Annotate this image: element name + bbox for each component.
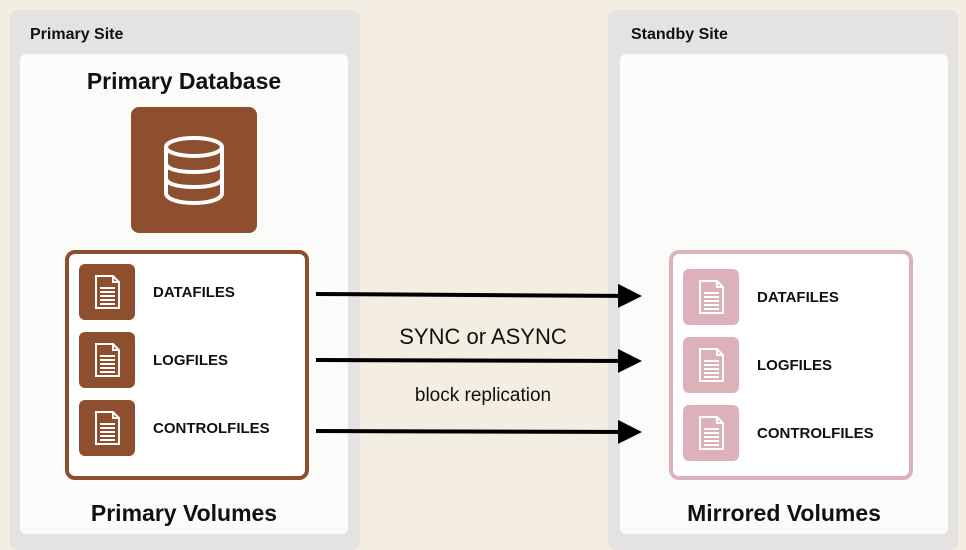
document-icon [79, 400, 135, 456]
file-label: LOGFILES [757, 357, 832, 374]
logfiles-replication-arrow [315, 348, 642, 373]
file-row-datafiles: DATAFILES [683, 269, 909, 327]
primary-site-title: Primary Site [30, 26, 124, 43]
file-row-logfiles: LOGFILES [683, 337, 909, 395]
document-icon [683, 405, 739, 461]
datafiles-replication-arrow [315, 283, 642, 308]
mirrored-volumes-box: DATAFILES LOGFILES CONTROLFILES [669, 250, 913, 480]
database-icon [131, 107, 257, 233]
primary-site-panel: Primary Site Primary Database DATAFILES [10, 10, 360, 550]
file-row-controlfiles: CONTROLFILES [683, 405, 909, 463]
file-label: CONTROLFILES [757, 425, 874, 442]
mirrored-volumes-title: Mirrored Volumes [687, 500, 881, 526]
controlfiles-replication-arrow [315, 419, 642, 444]
standby-site-panel: Standby Site DATAFILES LOGFILES CONTROLF… [608, 10, 958, 550]
document-icon [79, 332, 135, 388]
replication-type-label: block replication [414, 385, 552, 406]
document-icon [79, 264, 135, 320]
document-icon [683, 337, 739, 393]
primary-site-content: Primary Database DATAFILES [20, 54, 348, 534]
file-label: CONTROLFILES [153, 420, 270, 437]
primary-volumes-box: DATAFILES LOGFILES CONTROLFILES [65, 250, 309, 480]
file-row-logfiles: LOGFILES [79, 332, 305, 390]
standby-site-title: Standby Site [631, 26, 728, 43]
primary-volumes-title: Primary Volumes [90, 500, 278, 526]
standby-site-content: DATAFILES LOGFILES CONTROLFILES Mirrored… [620, 54, 948, 534]
file-row-controlfiles: CONTROLFILES [79, 400, 305, 458]
primary-database-title: Primary Database [86, 68, 282, 94]
document-icon [683, 269, 739, 325]
file-label: DATAFILES [153, 284, 235, 301]
file-label: LOGFILES [153, 352, 228, 369]
replication-mode-label: SYNC or ASYNC [399, 324, 567, 349]
file-row-datafiles: DATAFILES [79, 264, 305, 322]
file-label: DATAFILES [757, 289, 839, 306]
